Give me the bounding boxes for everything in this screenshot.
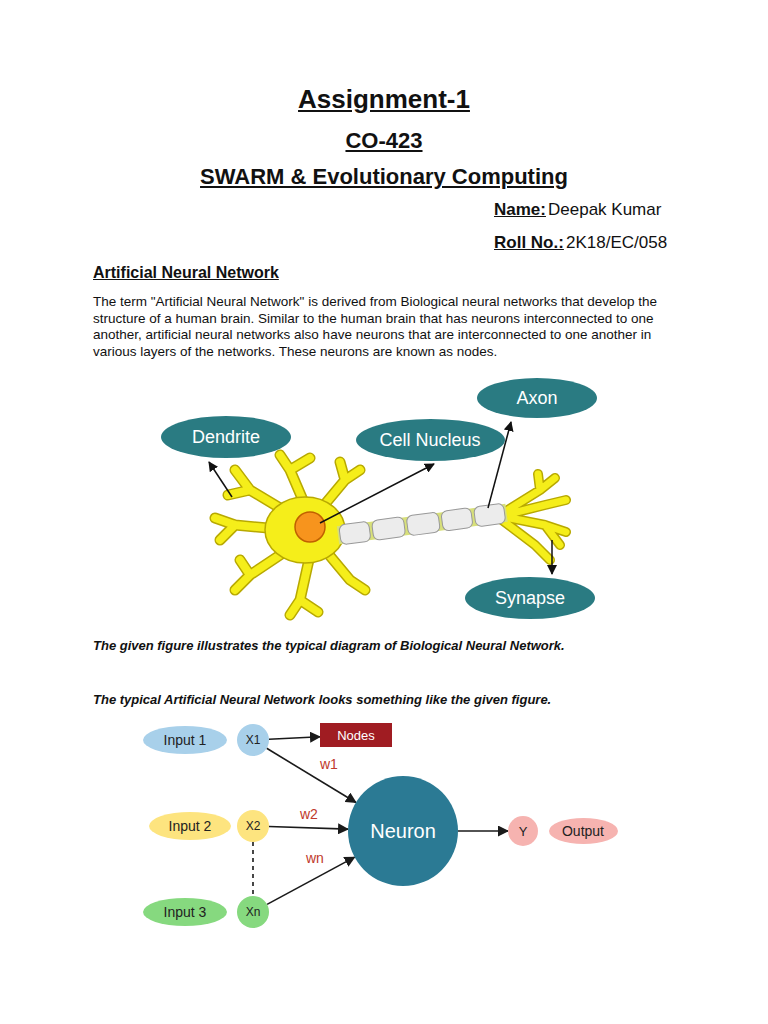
field-label: Roll No.: <box>494 233 564 253</box>
node-text: X2 <box>246 819 261 833</box>
field-value: Deepak Kumar <box>548 200 661 220</box>
body-paragraph: The term "Artificial Neural Network" is … <box>93 294 685 360</box>
node-text: Input 1 <box>164 732 207 748</box>
weight-arrow <box>267 748 356 802</box>
dashed-connector <box>252 842 254 896</box>
output-circle: Y <box>508 816 538 846</box>
weight-label: w1 <box>318 756 340 772</box>
node-text: Y <box>519 824 528 839</box>
axon-terminal <box>500 474 566 560</box>
input-oval: Input 3 <box>143 898 227 926</box>
neuron-circle: Neuron <box>348 776 458 886</box>
node-text: Cell Nucleus <box>379 430 480 451</box>
node-text: Dendrite <box>192 427 260 448</box>
node-text: Xn <box>246 905 261 919</box>
node-text: Input 2 <box>169 818 212 834</box>
cell-body <box>265 497 345 563</box>
nodes-tag: Nodes <box>320 723 392 747</box>
input-oval: Input 1 <box>143 726 227 754</box>
section-heading: Artificial Neural Network <box>93 264 279 282</box>
node-text: Input 3 <box>164 904 207 920</box>
input-oval: Input 2 <box>149 812 231 840</box>
input-circle: X2 <box>237 810 269 842</box>
nucleus <box>295 512 325 542</box>
course-name: SWARM & Evolutionary Computing <box>0 164 768 190</box>
course-code: CO-423 <box>0 128 768 154</box>
node-text: Synapse <box>495 588 565 609</box>
output-oval: Output <box>549 818 618 844</box>
node-text: Nodes <box>337 728 375 743</box>
input-circle: X1 <box>237 724 269 756</box>
figure-caption: The given figure illustrates the typical… <box>93 638 713 653</box>
weight-arrow <box>269 737 320 739</box>
node-text: Neuron <box>370 820 436 843</box>
node-text: X1 <box>246 733 261 747</box>
weight-label: w2 <box>298 806 320 822</box>
part-label-oval: Cell Nucleus <box>356 419 505 461</box>
node-text: Output <box>562 823 604 839</box>
input-circle: Xn <box>237 896 269 928</box>
field-value: 2K18/EC/058 <box>566 233 667 253</box>
weight-arrow <box>458 830 508 832</box>
node-text: Axon <box>516 388 557 409</box>
part-label-oval: Synapse <box>465 577 595 619</box>
figure-intro: The typical Artificial Neural Network lo… <box>93 692 713 707</box>
part-label-oval: Axon <box>477 378 597 418</box>
axon <box>337 503 508 545</box>
weight-arrow <box>269 827 348 830</box>
field-label: Name: <box>494 200 546 220</box>
part-label-oval: Dendrite <box>161 416 291 458</box>
weight-label: wn <box>304 850 326 866</box>
page-title: Assignment-1 <box>0 84 768 115</box>
